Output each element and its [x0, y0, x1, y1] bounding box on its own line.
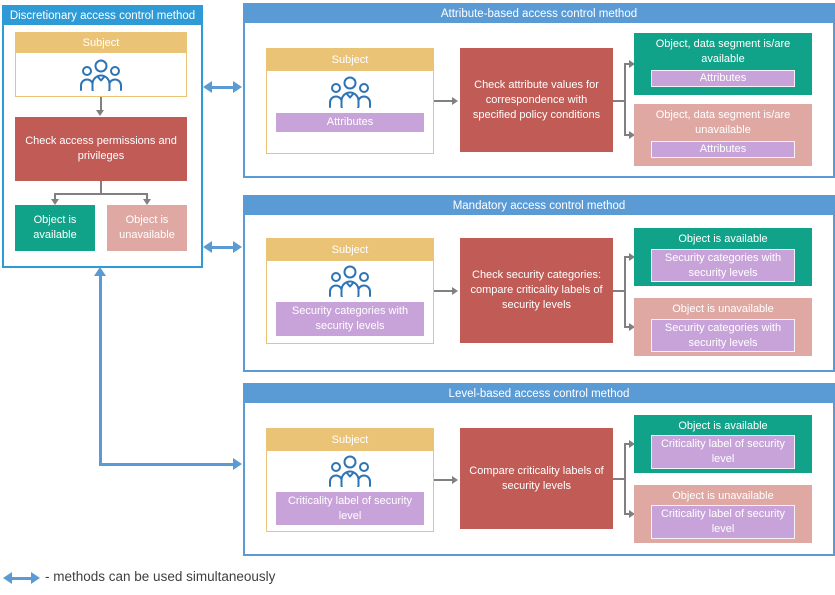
- arrow-right-icon: [233, 241, 242, 253]
- legend-text: - methods can be used simultaneously: [45, 569, 276, 584]
- panel-mandatory-title: Mandatory access control method: [245, 197, 833, 215]
- flow-line: [100, 97, 102, 111]
- outcome-tag: Security categories with security levels: [651, 249, 795, 282]
- subject-label: Subject: [16, 33, 186, 53]
- flow-line: [613, 478, 626, 480]
- process-box: Check security categories: compare criti…: [460, 238, 613, 343]
- people-icon: [327, 455, 373, 492]
- flow-arrow-right-icon: [629, 60, 635, 68]
- outcome-available: Object is available Security categories …: [634, 228, 812, 286]
- flow-arrow-right-icon: [452, 287, 458, 295]
- process-box: Check attribute values for correspondenc…: [460, 48, 613, 152]
- flow-arrow-right-icon: [629, 323, 635, 331]
- arrow-right-icon: [233, 81, 242, 93]
- flow-line: [146, 193, 148, 200]
- subject-box: Subject: [15, 32, 187, 97]
- connector-line: [211, 86, 234, 89]
- flow-line: [624, 256, 626, 328]
- outcome-title: Object is available: [678, 233, 768, 245]
- outcome-title: Object is unavailable: [672, 490, 774, 502]
- outcome-title: Object, data segment is/are available: [655, 38, 791, 65]
- flow-line: [434, 479, 452, 481]
- flow-arrow-right-icon: [629, 131, 635, 139]
- flow-line: [434, 100, 452, 102]
- flow-line: [624, 443, 631, 445]
- outcome-unavailable: Object is unavailable Criticality label …: [634, 485, 812, 543]
- connector-line: [99, 463, 234, 466]
- arrow-left-icon: [203, 241, 212, 253]
- outcome-tag: Attributes: [651, 141, 795, 158]
- outcome-unavailable: Object, data segment is/are unavailable …: [634, 104, 812, 166]
- subject-box: Subject Attributes: [266, 48, 434, 154]
- flow-line: [624, 63, 626, 136]
- arrow-right-icon: [233, 458, 242, 470]
- outcome-unavailable: Object is unavailable Security categorie…: [634, 298, 812, 356]
- outcome-title: Object, data segment is/are unavailable: [655, 109, 791, 136]
- people-icon: [78, 59, 124, 96]
- flow-arrow-down-icon: [96, 110, 104, 116]
- subject-label: Subject: [267, 239, 433, 261]
- subject-box: Subject Criticality label of security le…: [266, 428, 434, 532]
- flow-arrow-right-icon: [629, 440, 635, 448]
- flow-arrow-down-icon: [51, 199, 59, 205]
- flow-line: [434, 290, 452, 292]
- flow-arrow-right-icon: [629, 510, 635, 518]
- subject-tag: Attributes: [276, 113, 424, 132]
- flow-line: [54, 193, 56, 200]
- flow-line: [624, 63, 631, 65]
- outcome-available: Object is available: [15, 205, 95, 251]
- subject-label: Subject: [267, 49, 433, 71]
- arrow-left-icon: [203, 81, 212, 93]
- flow-line: [624, 134, 631, 136]
- process-box: Check access permissions and privileges: [15, 117, 187, 181]
- subject-tag: Criticality label of security level: [276, 492, 424, 525]
- subject-label: Subject: [267, 429, 433, 451]
- flow-arrow-right-icon: [452, 97, 458, 105]
- flow-line: [613, 290, 626, 292]
- outcome-tag: Security categories with security levels: [651, 319, 795, 352]
- outcome-tag: Criticality label of security level: [651, 505, 795, 539]
- flow-arrow-right-icon: [629, 253, 635, 261]
- outcome-available: Object is available Criticality label of…: [634, 415, 812, 473]
- process-box: Compare criticality labels of security l…: [460, 428, 613, 529]
- outcome-title: Object is available: [678, 420, 768, 432]
- outcome-unavailable: Object is unavailable: [107, 205, 187, 251]
- outcome-tag: Criticality label of security level: [651, 435, 795, 469]
- flow-line: [624, 326, 631, 328]
- people-icon: [327, 265, 373, 302]
- subject-tag: Security categories with security levels: [276, 302, 424, 336]
- flow-arrow-right-icon: [452, 476, 458, 484]
- flow-line: [613, 100, 626, 102]
- connector-line: [211, 246, 234, 249]
- people-icon: [327, 76, 373, 113]
- outcome-title: Object is unavailable: [672, 303, 774, 315]
- panel-level-based: Level-based access control method Subjec…: [243, 383, 835, 556]
- outcome-available: Object, data segment is/are available At…: [634, 33, 812, 95]
- flow-line: [624, 443, 626, 515]
- flow-line: [54, 193, 148, 195]
- panel-attribute-based-title: Attribute-based access control method: [245, 5, 833, 23]
- outcome-tag: Attributes: [651, 70, 795, 87]
- panel-attribute-based: Attribute-based access control method Su…: [243, 3, 835, 178]
- panel-level-based-title: Level-based access control method: [245, 385, 833, 403]
- panel-discretionary-title: Discretionary access control method: [4, 7, 201, 25]
- subject-box: Subject Security categories with securit…: [266, 238, 434, 344]
- panel-discretionary: Discretionary access control method Subj…: [2, 5, 203, 268]
- flow-line: [624, 256, 631, 258]
- panel-mandatory: Mandatory access control method Subject …: [243, 195, 835, 372]
- arrow-up-icon: [94, 267, 106, 276]
- flow-arrow-down-icon: [143, 199, 151, 205]
- connector-line: [99, 276, 102, 466]
- flow-line: [100, 181, 102, 194]
- flow-line: [624, 513, 631, 515]
